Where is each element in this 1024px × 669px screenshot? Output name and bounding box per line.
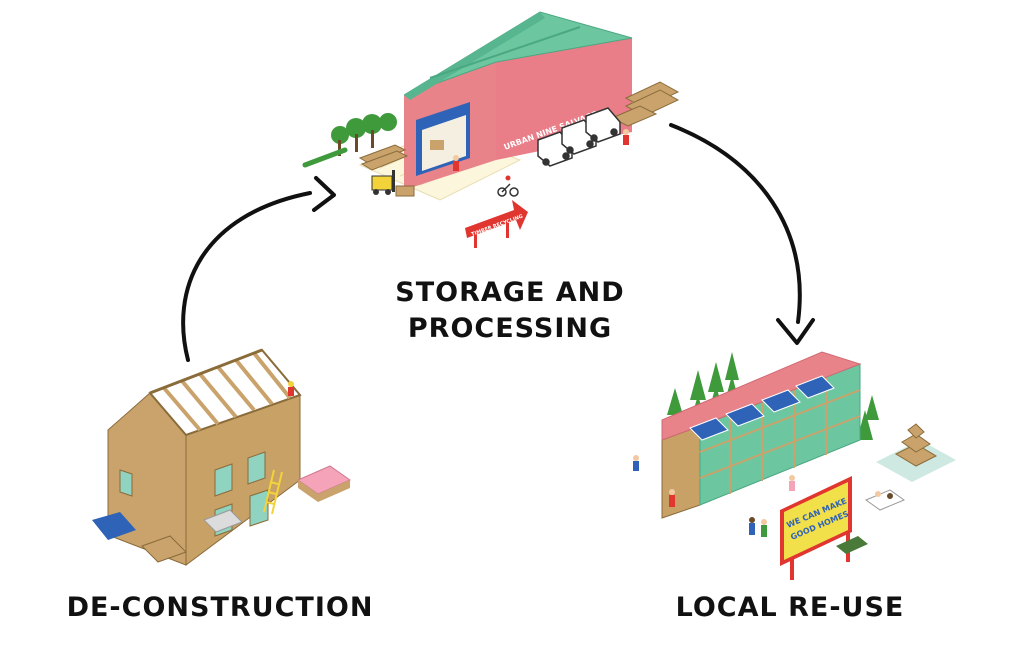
billboard: WE CAN MAKE GOOD HOMES	[780, 476, 852, 580]
workers	[453, 129, 629, 171]
storage-label-line2: PROCESSING	[407, 313, 613, 344]
local-reuse-label: LOCAL RE-USE	[675, 592, 905, 623]
warehouse-roof-front	[404, 12, 545, 100]
cyclist	[497, 175, 519, 197]
ladder	[263, 469, 283, 515]
storage-processing-label: STORAGE AND PROCESSING	[360, 275, 660, 347]
residents	[633, 455, 795, 537]
storage-label-line1: STORAGE AND	[395, 277, 625, 308]
house-side-wall	[185, 394, 301, 566]
salvaged-materials	[92, 465, 352, 563]
storage-warehouse-scene: URBAN NINE SALVAGE	[302, 11, 680, 248]
solar-panels	[689, 375, 835, 441]
forklift	[371, 170, 415, 197]
picnic-mat	[864, 489, 906, 511]
timber-recycling-sign: TIMBER RECYCLING	[465, 200, 528, 248]
deconstruction-label: DE-CONSTRUCTION	[66, 592, 374, 623]
warehouse-roof	[403, 11, 633, 96]
trees-warehouse	[302, 113, 397, 168]
housing-end-wall	[661, 425, 701, 519]
reuse-housing-scene: WE CAN MAKE GOOD HOMES	[633, 351, 956, 580]
dog-on-grass	[836, 536, 868, 554]
roof-rafters	[162, 351, 292, 432]
arrow-storage-to-reuse	[669, 123, 815, 345]
arrow-deconstruction-to-storage	[181, 176, 336, 362]
playground-structure	[876, 423, 956, 482]
delivery-vans	[537, 107, 621, 167]
timber-stacks	[358, 81, 680, 171]
deconstruction-house-scene	[92, 348, 352, 566]
roof-worker	[288, 381, 294, 396]
